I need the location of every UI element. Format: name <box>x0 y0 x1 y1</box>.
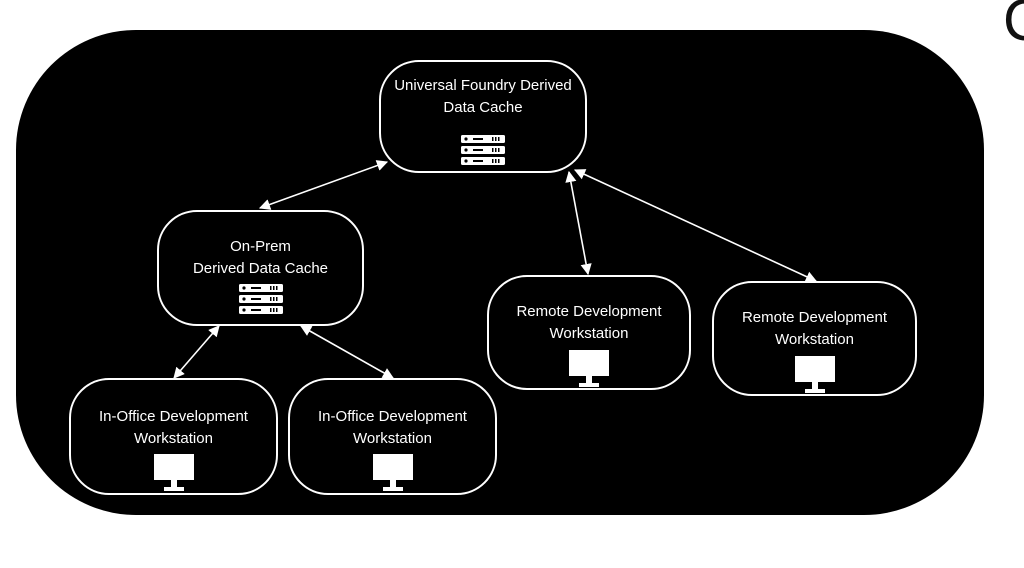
node-remote-workstation-2: Remote Development Workstation <box>712 281 917 396</box>
monitor-icon <box>372 454 413 491</box>
node-office2-line2: Workstation <box>353 430 432 447</box>
node-remote1-line2: Workstation <box>549 325 629 342</box>
server-icon <box>238 284 283 314</box>
node-onprem-line2: Derived Data Cache <box>192 260 329 277</box>
node-remote-workstation-1: Remote Development Workstation <box>487 275 691 390</box>
node-office1-line2: Workstation <box>134 430 213 447</box>
node-office-workstation-2: In-Office Development Workstation <box>288 378 497 495</box>
node-universal-line1: Universal Foundry Derived <box>394 77 572 94</box>
monitor-icon <box>794 356 835 393</box>
node-remote2-line1: Remote Development <box>741 309 888 326</box>
cropped-corner-glyph: C <box>1003 0 1024 53</box>
node-office1-line1: In-Office Development <box>99 408 248 425</box>
monitor-icon <box>153 454 194 491</box>
monitor-icon <box>569 350 609 387</box>
node-remote1-line1: Remote Development <box>516 303 662 320</box>
node-universal-cache: Universal Foundry Derived Data Cache <box>379 60 587 173</box>
node-office2-line1: In-Office Development <box>318 408 467 425</box>
node-onprem-cache: On-Prem Derived Data Cache <box>157 210 364 326</box>
node-onprem-line1: On-Prem <box>230 238 291 255</box>
node-remote2-line2: Workstation <box>775 331 854 348</box>
node-office-workstation-1: In-Office Development Workstation <box>69 378 278 495</box>
server-icon <box>461 135 505 165</box>
node-universal-line2: Data Cache <box>443 99 523 116</box>
